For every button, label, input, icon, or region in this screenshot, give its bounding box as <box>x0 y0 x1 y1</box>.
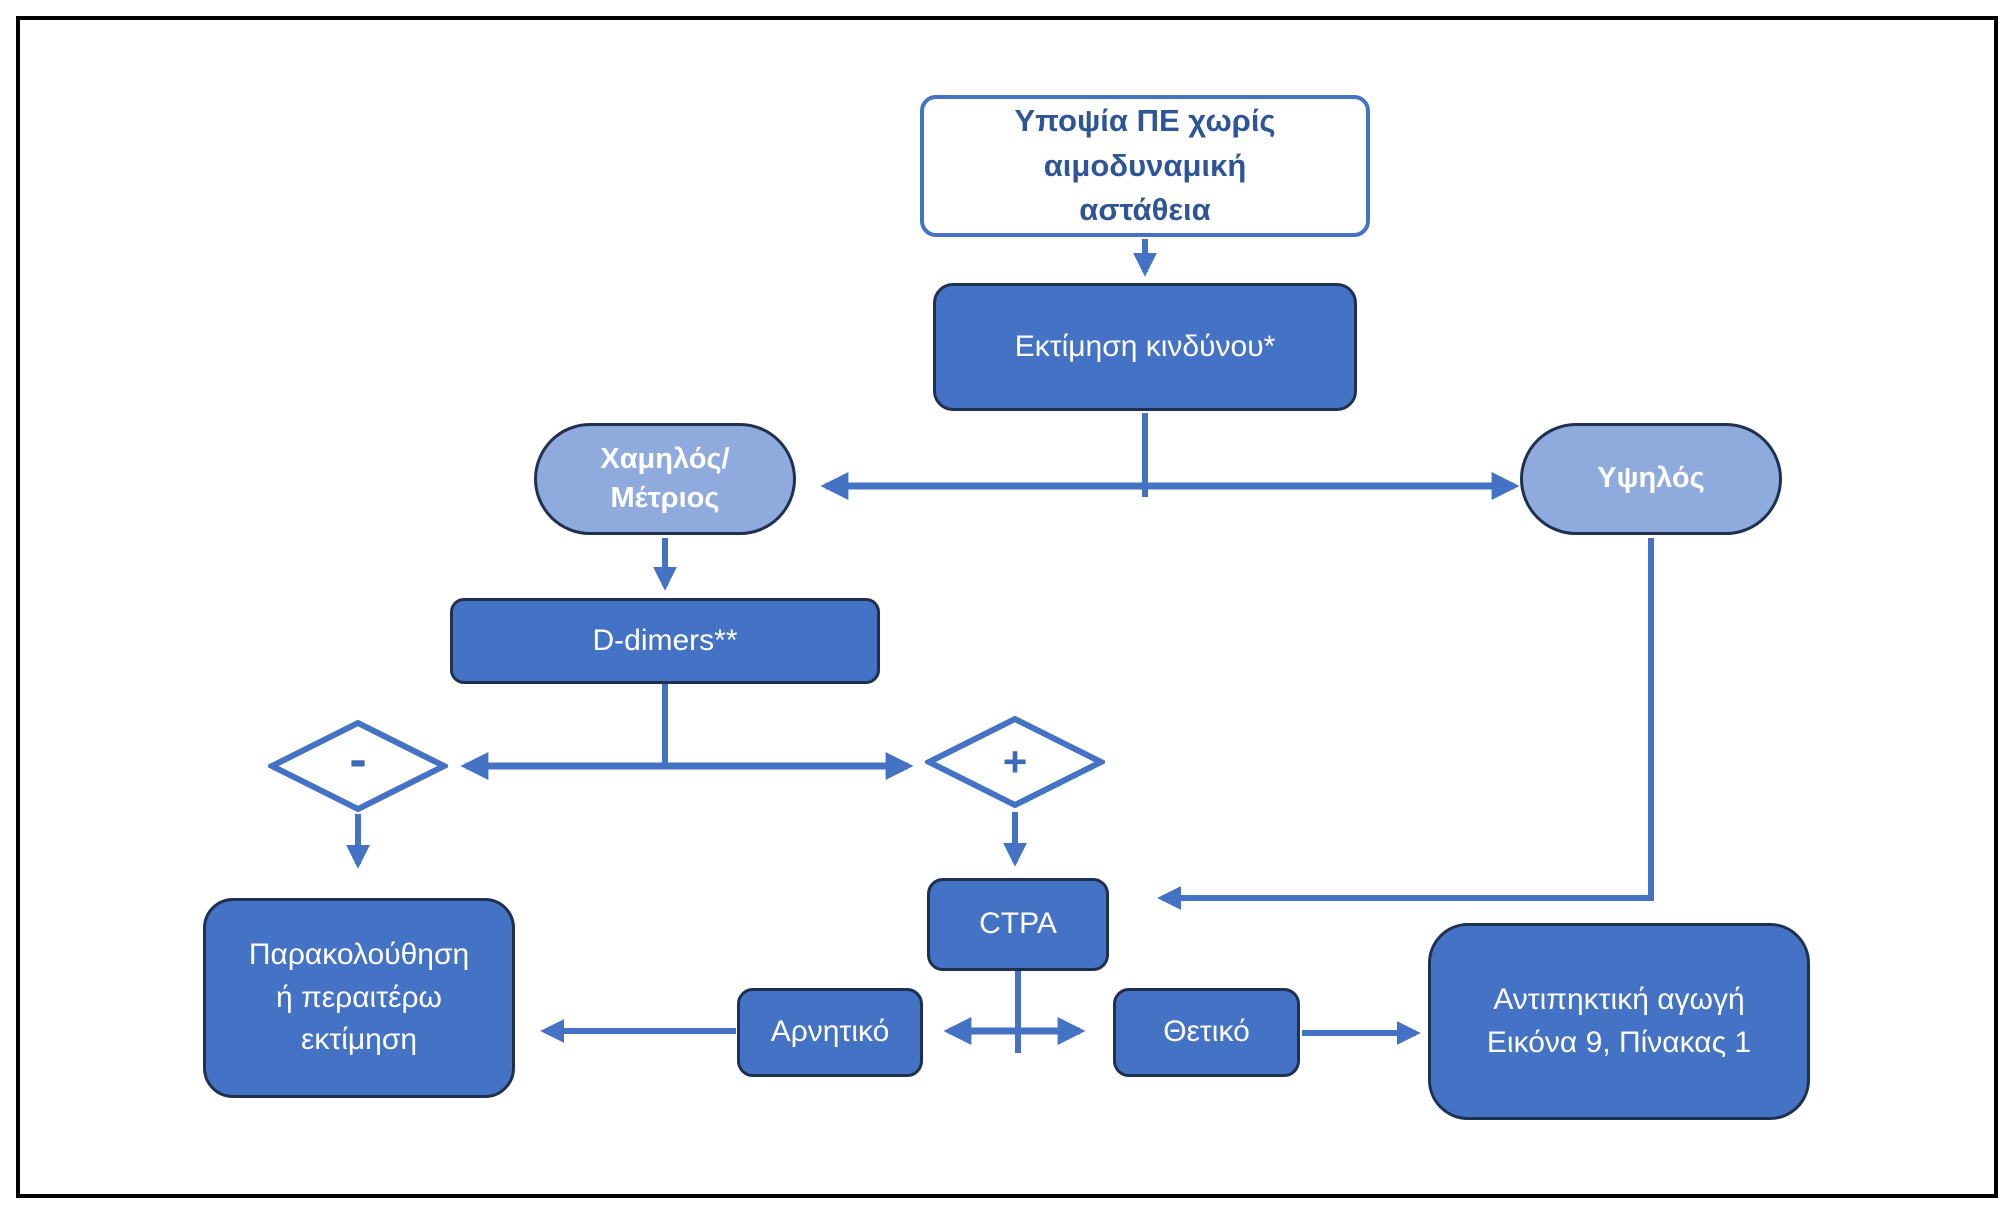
node-ddimers: D-dimers** <box>450 598 880 684</box>
node-label: CTPA <box>979 907 1057 941</box>
node-label-line: Παρακολούθηση <box>248 938 470 972</box>
node-label-line: Αντιπηκτική αγωγή <box>1493 982 1745 1016</box>
node-label: + <box>1002 738 1028 785</box>
node-risk-high: Υψηλός <box>1520 423 1782 535</box>
node-risk-assessment: Εκτίμηση κινδύνου* <box>933 283 1357 411</box>
diamond-shape <box>268 720 448 812</box>
node-ddimer-negative-diamond: - <box>268 720 448 812</box>
node-ddimer-positive-diamond: + <box>925 716 1105 808</box>
node-label: Αρνητικό <box>770 1015 890 1049</box>
node-ctpa-negative: Αρνητικό <box>737 988 923 1077</box>
outer-border <box>16 16 1998 1198</box>
node-label: Εκτίμηση κινδύνου* <box>1014 329 1276 363</box>
node-label-line: ή περαιτέρω <box>276 980 442 1014</box>
node-label-line: αστάθεια <box>1079 192 1211 228</box>
node-ctpa-positive: Θετικό <box>1113 988 1300 1077</box>
node-monitor-further-assessment: Παρακολούθηση ή περαιτέρω εκτίμηση <box>203 898 515 1098</box>
node-label-line: Μέτριος <box>610 482 720 514</box>
node-label: D-dimers** <box>592 623 738 657</box>
node-label-line: Χαμηλός/ <box>600 442 730 475</box>
node-ctpa: CTPA <box>927 878 1109 971</box>
node-label-line: Υποψία ΠΕ χωρίς <box>1014 102 1276 138</box>
node-label: - <box>349 731 367 789</box>
diamond-shape <box>925 716 1105 808</box>
node-label-line: εκτίμηση <box>300 1023 418 1057</box>
node-anticoagulation: Αντιπηκτική αγωγή Εικόνα 9, Πίνακας 1 <box>1428 923 1810 1120</box>
node-label: Θετικό <box>1163 1015 1250 1049</box>
node-label-line: Εικόνα 9, Πίνακας 1 <box>1486 1025 1752 1059</box>
connector-high-to-ctpa-elbow <box>1157 538 1654 910</box>
node-label: Υψηλός <box>1597 462 1705 495</box>
node-label-line: αιμοδυναμική <box>1043 147 1247 183</box>
node-risk-low-moderate: Χαμηλός/ Μέτριος <box>534 423 796 535</box>
node-suspected-pe: Υποψία ΠΕ χωρίς αιμοδυναμική αστάθεια <box>920 95 1370 237</box>
